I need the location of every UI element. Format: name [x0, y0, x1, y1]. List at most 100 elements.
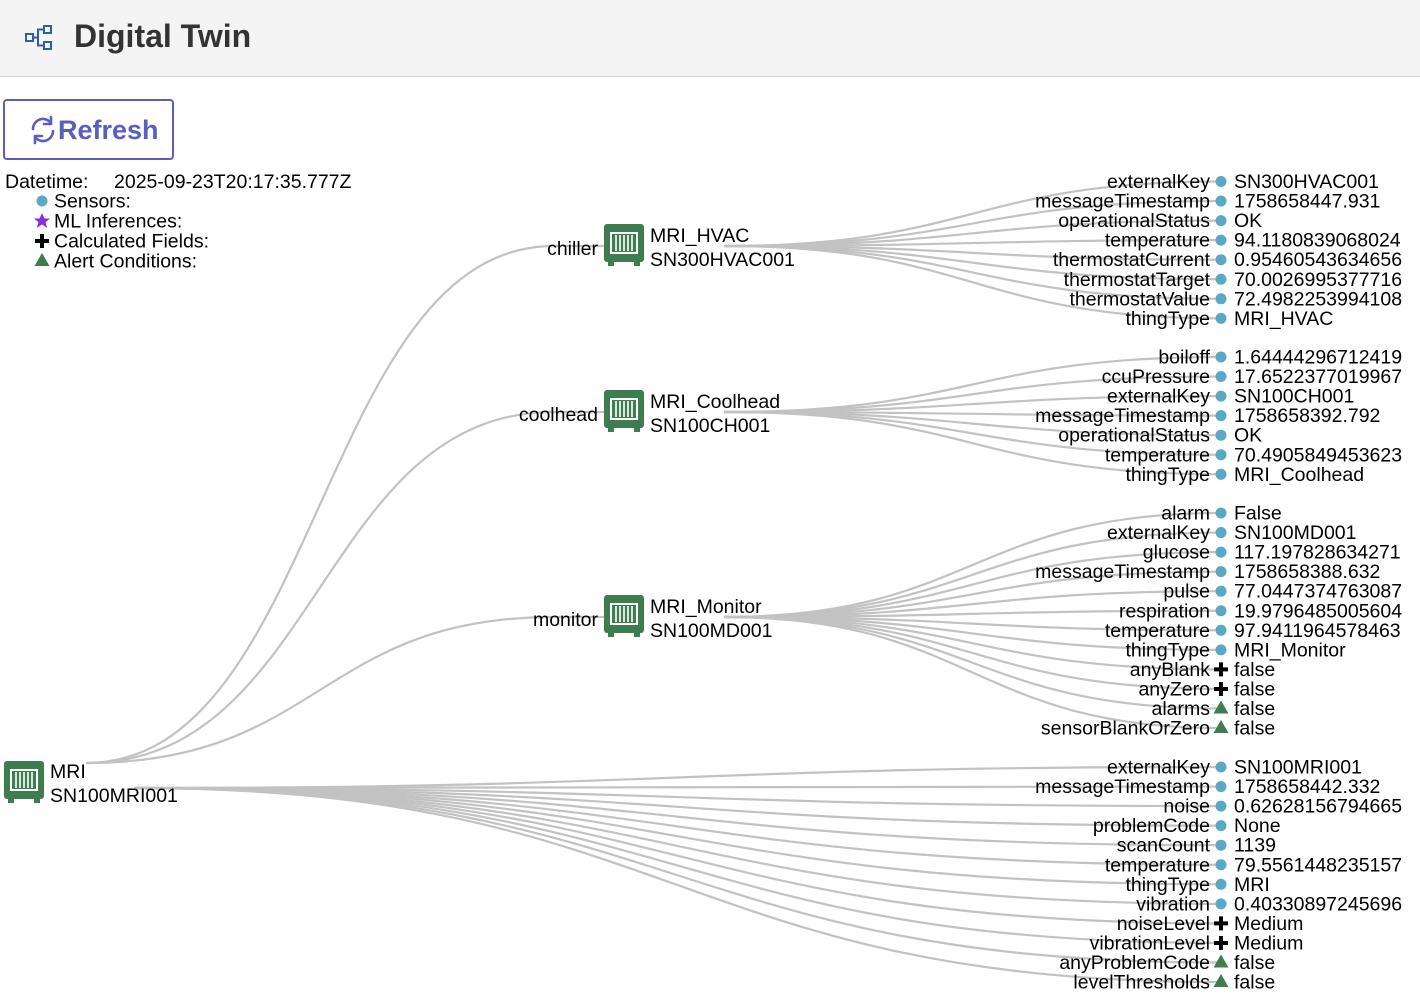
property-value: MRI_Coolhead — [1234, 464, 1364, 486]
thing-node-icon[interactable] — [604, 390, 644, 432]
sensor-icon — [1215, 605, 1227, 617]
property-key: thingType — [1125, 308, 1210, 330]
tree-link — [133, 786, 1222, 847]
property-value: MRI_Monitor — [1234, 639, 1346, 661]
sensor-icon — [1215, 585, 1227, 597]
thing-node-icon[interactable] — [604, 595, 644, 637]
property-value: SN300HVAC001 — [1234, 171, 1379, 193]
property-value: SN100CH001 — [1234, 386, 1354, 408]
property-key: externalKey — [1107, 757, 1210, 779]
property-key: noiseLevel — [1117, 913, 1210, 935]
property-key: thermostatValue — [1069, 288, 1210, 310]
sensor-icon — [1215, 410, 1227, 422]
property-value: 0.954605436346565 — [1234, 249, 1413, 271]
property-key: noise — [1163, 796, 1210, 818]
sensor-icon — [1215, 429, 1227, 441]
property-value: 72.4982253994108 — [1234, 288, 1402, 310]
property-key: ccuPressure — [1102, 366, 1210, 388]
property-key: messageTimestamp — [1035, 191, 1210, 213]
calculated-field-icon — [1214, 662, 1228, 677]
thing-node-icon[interactable] — [4, 761, 44, 803]
property-value: 70.4905849453623 — [1234, 444, 1402, 466]
property-key: temperature — [1105, 230, 1210, 252]
property-key: anyZero — [1138, 678, 1210, 700]
thing-key-label: SN100MRI001 — [50, 785, 178, 807]
property-key: glucose — [1143, 542, 1210, 564]
sensor-icon — [1215, 898, 1227, 910]
thing-type-label: MRI_Coolhead — [650, 391, 780, 413]
thing-type-label: MRI — [50, 761, 86, 783]
tree-link — [723, 410, 1222, 476]
property-key: thingType — [1125, 639, 1210, 661]
sensor-icon — [1215, 215, 1227, 227]
sensor-icon — [1215, 624, 1227, 636]
property-item[interactable]: thingType MRI_Monitor — [1125, 639, 1346, 661]
sensor-icon — [1215, 781, 1227, 793]
tree-links — [85, 180, 1222, 984]
tree-structure-icon — [25, 25, 52, 50]
sensor-icon — [1215, 176, 1227, 187]
tree-link — [85, 410, 555, 765]
property-value: false — [1234, 972, 1275, 994]
sensor-icon — [1215, 273, 1227, 285]
ml-inference-icon — [34, 213, 50, 228]
tree-link — [85, 244, 555, 765]
property-value: 70.0026995377716 — [1234, 269, 1402, 291]
thing-node-icon[interactable] — [604, 224, 644, 266]
sensor-icon — [1215, 566, 1227, 578]
refresh-icon — [31, 115, 55, 145]
alert-condition-icon — [1213, 720, 1229, 734]
tree-link — [133, 786, 1222, 827]
tree-link — [723, 615, 1222, 730]
property-key: problemCode — [1093, 815, 1210, 837]
property-item[interactable]: thermostatValue 72.4982253994108 — [1069, 288, 1402, 310]
property-value: OK — [1234, 210, 1262, 232]
property-value: 77.0447374763087 — [1234, 581, 1402, 603]
refresh-button[interactable]: Refresh — [3, 99, 174, 160]
property-value: 79.5561448235157 — [1234, 854, 1402, 876]
tree-link — [133, 786, 1222, 925]
